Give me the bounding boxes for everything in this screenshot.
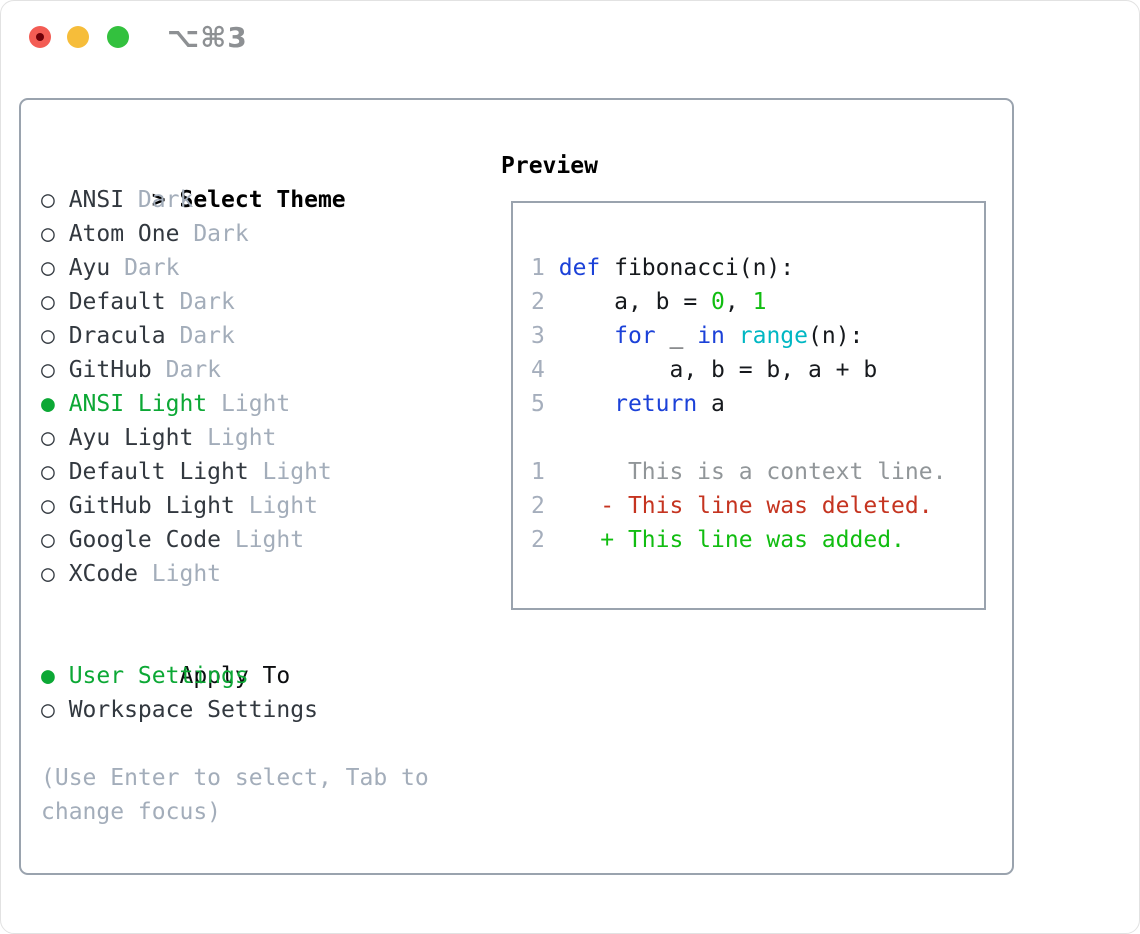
unsaved-dot-icon — [36, 33, 44, 41]
code-line: 2 a, b = 0, 1 — [531, 289, 767, 315]
apply-option-label: Workspace Settings — [68, 697, 318, 723]
theme-variant-tag: Dark — [193, 221, 249, 247]
theme-variant-tag: Light — [262, 459, 332, 485]
theme-option-default-light[interactable]: ○ Default Light Light — [41, 455, 429, 489]
theme-option-github-light[interactable]: ○ GitHub Light Light — [41, 489, 429, 523]
apply-option-workspace-settings[interactable]: ○ Workspace Settings — [41, 693, 429, 727]
radio-selected-icon: ● — [41, 663, 55, 689]
theme-option-ayu[interactable]: ○ Ayu Dark — [41, 251, 429, 285]
radio-unselected-icon: ○ — [41, 323, 55, 349]
apply-option-label: User Settings — [68, 663, 249, 689]
apply-to-list: ● User Settings ○ Workspace Settings — [41, 659, 429, 727]
diff-preview: 1 This is a context line. 2 - This line w… — [531, 455, 974, 557]
line-number: 4 — [531, 357, 545, 383]
radio-unselected-icon: ○ — [41, 459, 55, 485]
theme-option-label: Ayu — [68, 255, 111, 281]
theme-option-atom-one[interactable]: ○ Atom One Dark — [41, 217, 429, 251]
line-number: 1 — [531, 459, 545, 485]
theme-option-xcode[interactable]: ○ XCode Light — [41, 557, 429, 591]
window-titlebar: ⌥⌘3 — [1, 1, 1139, 98]
theme-variant-tag: Light — [248, 493, 318, 519]
theme-variant-tag: Light — [151, 561, 222, 587]
radio-unselected-icon: ○ — [41, 289, 55, 315]
theme-option-label: ANSI — [68, 187, 125, 213]
hint-line-2: change focus) — [41, 799, 222, 825]
theme-option-ansi-light[interactable]: ● ANSI Light Light — [41, 387, 429, 421]
theme-option-label: ANSI Light — [68, 391, 208, 417]
theme-option-dracula[interactable]: ○ Dracula Dark — [41, 319, 429, 353]
radio-selected-icon: ● — [41, 391, 55, 417]
theme-option-github[interactable]: ○ GitHub Dark — [41, 353, 429, 387]
theme-variant-tag: Dark — [179, 289, 235, 315]
diff-line: 2 - This line was deleted. — [531, 493, 933, 519]
select-theme-title: Select Theme — [179, 187, 346, 213]
apply-to-header: Apply To — [41, 625, 429, 689]
line-number: 2 — [531, 527, 545, 553]
code-line: 5 return a — [531, 391, 725, 417]
zoom-button-icon[interactable] — [107, 26, 129, 48]
radio-unselected-icon: ○ — [41, 493, 55, 519]
theme-option-google-code[interactable]: ○ Google Code Light — [41, 523, 429, 557]
theme-variant-tag: Light — [221, 391, 291, 417]
preview-title: Preview — [501, 153, 598, 179]
line-number: 5 — [531, 391, 545, 417]
radio-unselected-icon: ○ — [41, 187, 55, 213]
hint-text: (Use Enter to select, Tab to change focu… — [41, 761, 429, 829]
diff-line: 1 This is a context line. — [531, 459, 947, 485]
radio-unselected-icon: ○ — [41, 697, 55, 723]
line-number: 1 — [531, 255, 545, 281]
select-theme-header: > Select Theme — [41, 149, 429, 213]
section-gap — [41, 727, 429, 761]
apply-option-user-settings[interactable]: ● User Settings — [41, 659, 429, 693]
section-gap — [41, 591, 429, 625]
theme-option-label: Atom One — [68, 221, 180, 247]
radio-unselected-icon: ○ — [41, 357, 55, 383]
hint-line-1: (Use Enter to select, Tab to — [41, 765, 429, 791]
theme-variant-tag: Dark — [165, 357, 222, 383]
code-preview: 1 def fibonacci(n): 2 a, b = 0, 1 3 for _ … — [531, 251, 974, 421]
line-number: 3 — [531, 323, 545, 349]
theme-option-label: Ayu Light — [68, 425, 194, 451]
theme-variant-tag: Dark — [124, 255, 180, 281]
theme-variant-tag: Light — [234, 527, 305, 553]
radio-unselected-icon: ○ — [41, 561, 55, 587]
window-shortcut-label: ⌥⌘3 — [167, 21, 248, 54]
theme-option-label: Default Light — [68, 459, 249, 485]
theme-option-label: Google Code — [68, 527, 222, 553]
code-line: 4 a, b = b, a + b — [531, 357, 878, 383]
code-line: 3 for _ in range(n): — [531, 323, 864, 349]
preview-gap — [531, 421, 974, 455]
code-line: 1 def fibonacci(n): — [531, 255, 795, 281]
theme-option-ansi[interactable]: ○ ANSI Dark — [41, 183, 429, 217]
theme-variant-tag: Dark — [179, 323, 235, 349]
theme-option-ayu-light[interactable]: ○ Ayu Light Light — [41, 421, 429, 455]
theme-variant-tag: Dark — [137, 187, 194, 213]
preview-box: 1 def fibonacci(n): 2 a, b = 0, 1 3 for _ … — [511, 201, 986, 610]
theme-variant-tag: Light — [207, 425, 277, 451]
theme-option-label: GitHub Light — [68, 493, 235, 519]
theme-option-default[interactable]: ○ Default Dark — [41, 285, 429, 319]
radio-unselected-icon: ○ — [41, 221, 55, 247]
theme-option-label: Dracula — [68, 323, 166, 349]
prompt-icon: > — [151, 187, 166, 213]
diff-line: 2 + This line was added. — [531, 527, 905, 553]
apply-to-title: Apply To — [179, 663, 291, 689]
radio-unselected-icon: ○ — [41, 527, 55, 553]
theme-option-label: GitHub — [68, 357, 152, 383]
line-number: 2 — [531, 493, 545, 519]
radio-unselected-icon: ○ — [41, 255, 55, 281]
theme-option-label: XCode — [68, 561, 138, 587]
close-button-icon[interactable] — [29, 26, 51, 48]
theme-option-label: Default — [68, 289, 166, 315]
minimize-button-icon[interactable] — [67, 26, 89, 48]
line-number: 2 — [531, 289, 545, 315]
radio-unselected-icon: ○ — [41, 425, 55, 451]
